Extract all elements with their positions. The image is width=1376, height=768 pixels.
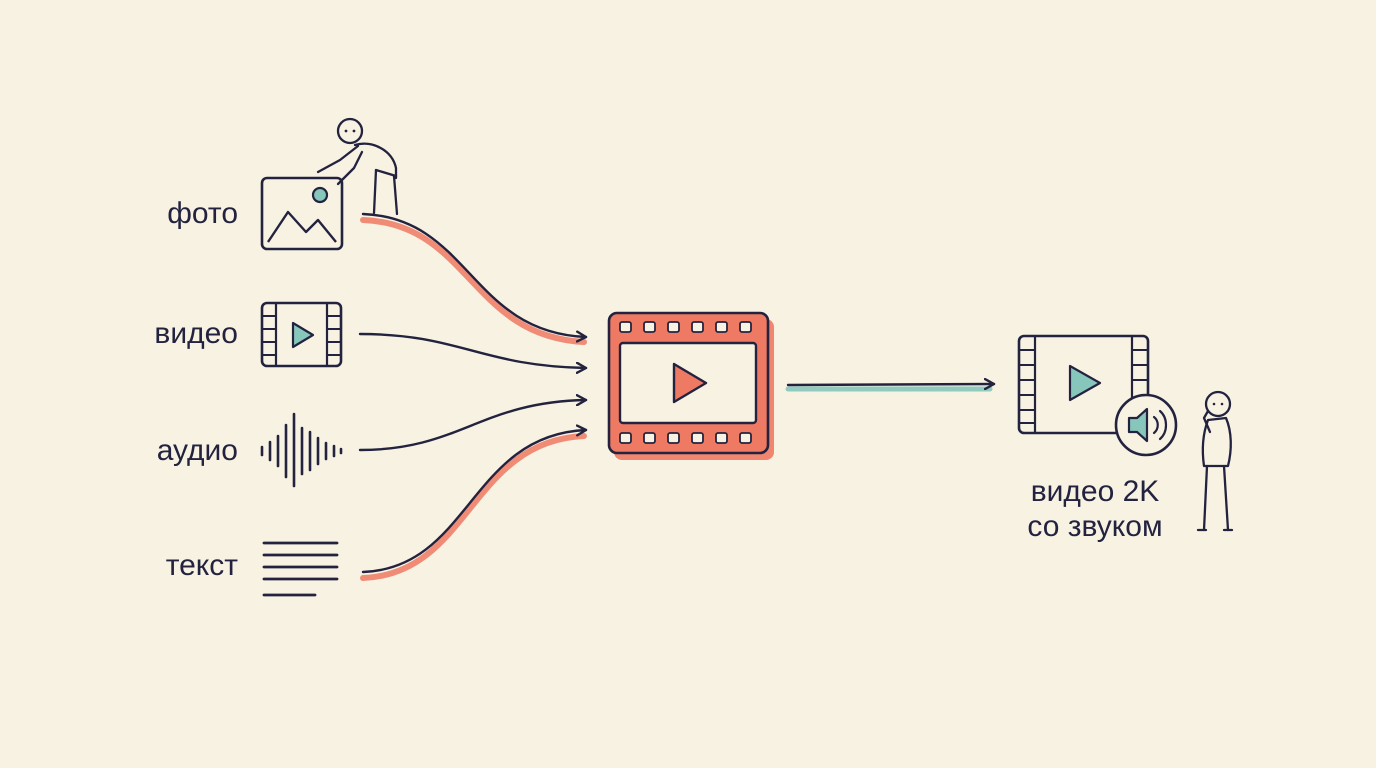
- audio-wave-icon: [260, 412, 343, 488]
- arrow-audio: [358, 400, 588, 452]
- output-label-line2: со звуком: [1027, 510, 1163, 543]
- film-play-icon: [607, 311, 774, 460]
- arrow-output: [785, 384, 996, 392]
- speaker-icon: [1114, 393, 1178, 457]
- arrow-connectors: [358, 212, 588, 574]
- arrow-text: [361, 430, 588, 574]
- arrow-video: [358, 332, 588, 368]
- input-label-text: текст: [165, 549, 238, 582]
- arrow-photo: [361, 212, 588, 337]
- person-pushing-icon: [316, 117, 399, 216]
- input-label-photo: фото: [167, 197, 238, 230]
- image-icon: [260, 176, 344, 251]
- arrow-highlights: [360, 217, 587, 581]
- input-label-audio: аудио: [156, 434, 238, 467]
- thinking-person-icon: [1196, 390, 1234, 532]
- output-label: видео 2K со звуком: [995, 474, 1195, 544]
- text-lines-icon: [262, 541, 339, 597]
- input-label-video: видео: [154, 317, 238, 350]
- output-label-line1: видео 2K: [1030, 475, 1160, 508]
- video-icon: [260, 301, 343, 368]
